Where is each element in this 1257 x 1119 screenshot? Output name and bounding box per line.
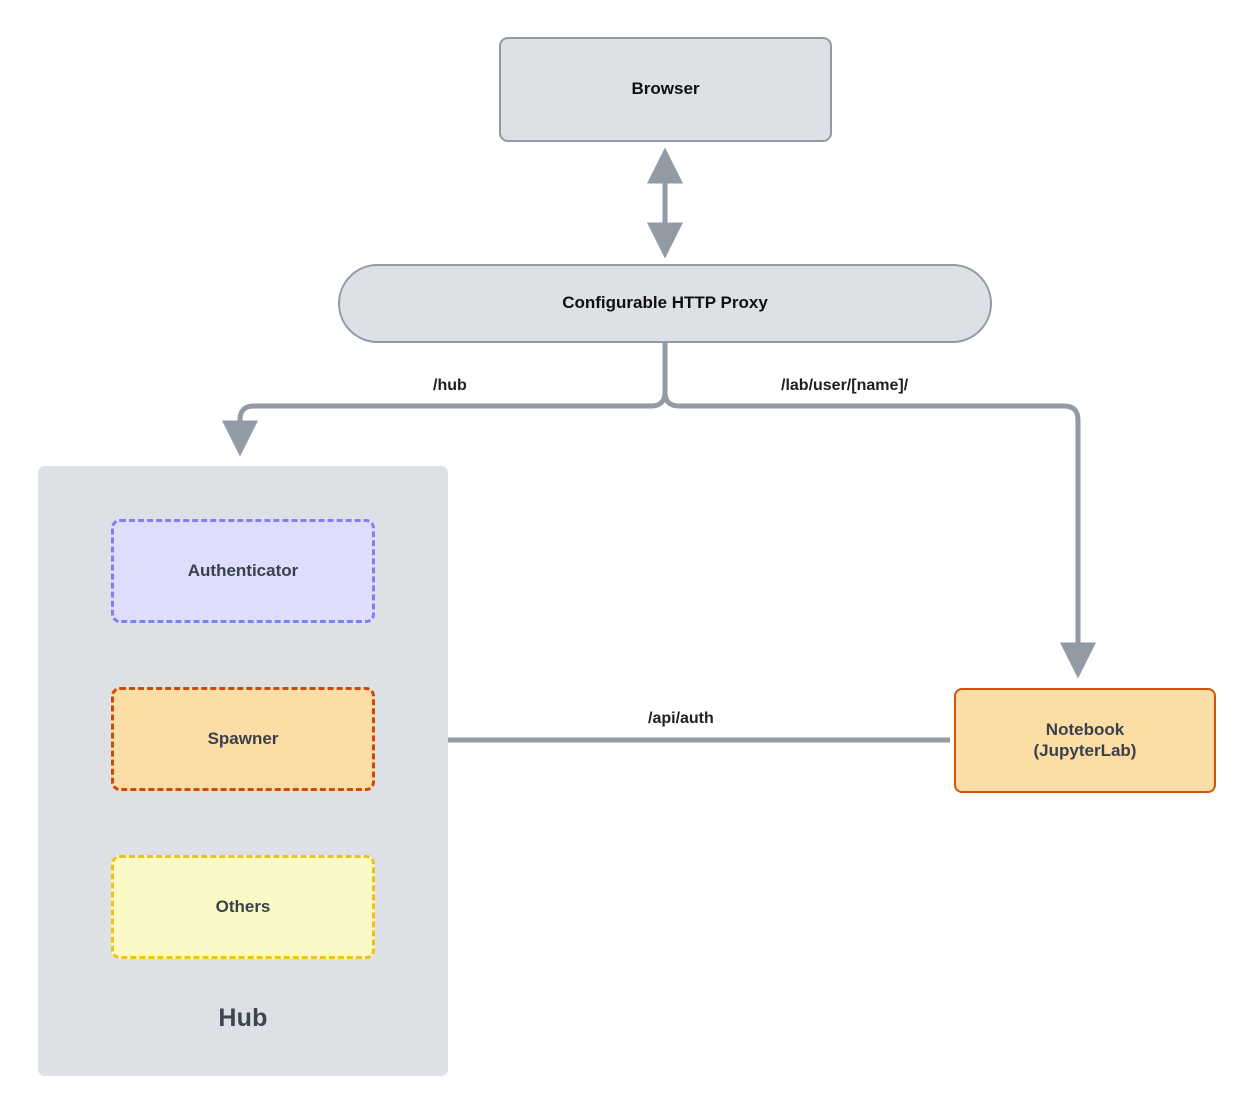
node-browser-label: Browser [631, 79, 700, 99]
node-configurable-http-proxy[interactable]: Configurable HTTP Proxy [338, 264, 992, 343]
node-hub-label: Hub [218, 1004, 268, 1032]
node-others-label: Others [215, 896, 271, 916]
node-authenticator-label: Authenticator [187, 560, 299, 580]
edge-label-hub-path: /hub [428, 377, 472, 395]
node-others[interactable]: Others [111, 855, 375, 959]
node-proxy-label: Configurable HTTP Proxy [562, 293, 768, 313]
edge-label-api-auth: /api/auth [643, 710, 719, 728]
node-hub-container[interactable]: Authenticator Spawner Others Hub [38, 466, 448, 1076]
node-browser[interactable]: Browser [499, 37, 832, 142]
node-spawner[interactable]: Spawner [111, 687, 375, 791]
node-spawner-label: Spawner [207, 728, 279, 748]
node-notebook-label: Notebook (JupyterLab) [1033, 719, 1137, 760]
edge-proxy-hub [222, 391, 668, 457]
edge-label-lab-path: /lab/user/[name]/ [776, 377, 914, 395]
edge-proxy-notebook [662, 391, 1096, 679]
node-authenticator[interactable]: Authenticator [111, 519, 375, 623]
node-notebook-jupyterlab[interactable]: Notebook (JupyterLab) [954, 688, 1216, 793]
